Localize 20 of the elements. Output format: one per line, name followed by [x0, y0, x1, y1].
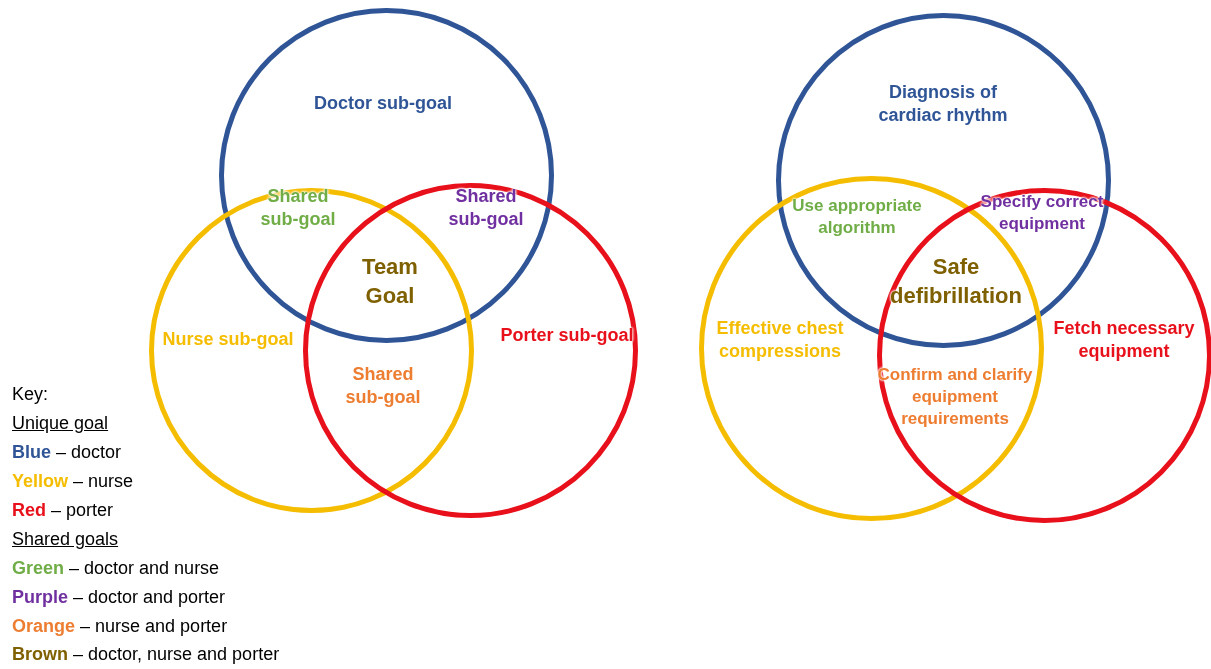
key-heading: Unique goal: [12, 413, 109, 435]
key-heading: Shared goals: [12, 529, 119, 551]
circle-label: Nurse sub-goal: [161, 328, 295, 352]
circle-label: Fetch necessary equipment: [1052, 316, 1196, 363]
key-entry: Yellow – nurse: [12, 471, 134, 493]
circle-label: Effective chest compressions: [715, 316, 845, 363]
key-entry: Orange – nurse and porter: [12, 616, 228, 638]
key-entry: Purple – doctor and porter: [12, 587, 226, 609]
region-label: Use appropriate algorithm: [791, 194, 923, 239]
key-entry: Red – porter: [12, 500, 114, 522]
key-title: Key:: [12, 384, 49, 406]
circle-label: Doctor sub-goal: [313, 92, 453, 116]
region-label: Shared sub-goal: [344, 362, 422, 409]
key-entry: Green – doctor and nurse: [12, 558, 220, 580]
region-label: Team Goal: [361, 253, 419, 310]
key-entry: Brown – doctor, nurse and porter: [12, 644, 280, 666]
region-label: Shared sub-goal: [447, 184, 525, 231]
circle-label: Porter sub-goal: [499, 324, 635, 348]
key-entry: Blue – doctor: [12, 442, 122, 464]
circle-label: Diagnosis of cardiac rhythm: [877, 80, 1009, 127]
